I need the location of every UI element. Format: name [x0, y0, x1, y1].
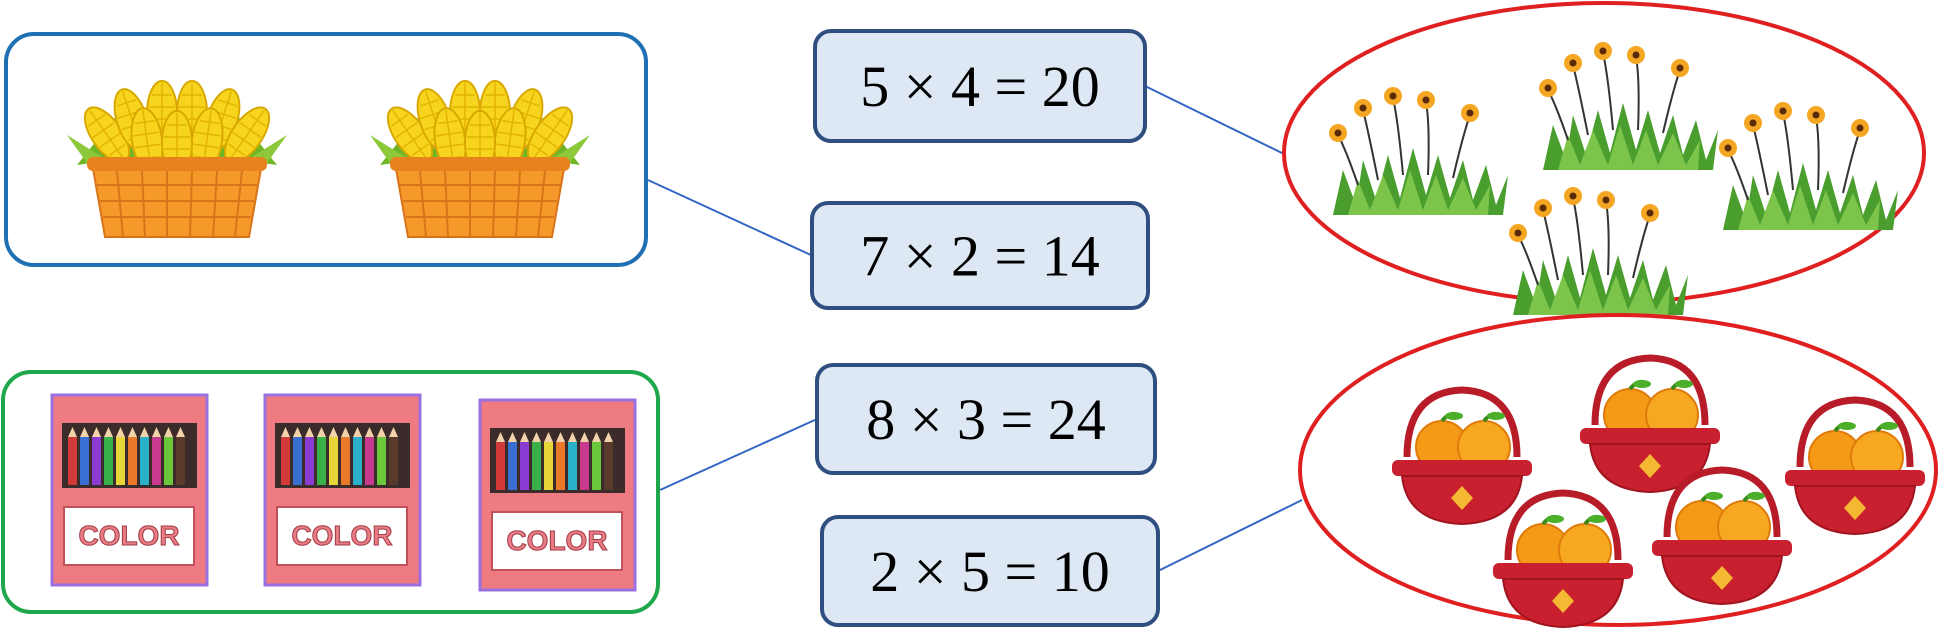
connector-line-2: [659, 418, 818, 491]
equation-text: 7 × 2 = 14: [860, 224, 1099, 289]
crayon-box-label: COLOR: [291, 520, 392, 551]
equation-box-bg: [815, 363, 1157, 475]
equation-box-4[interactable]: 2 × 5 = 10: [820, 515, 1160, 627]
orange-basket-group[interactable]: [1298, 313, 1938, 627]
crayon-box-icon: COLOR: [50, 393, 209, 587]
equation-text: 2 × 5 = 10: [870, 539, 1109, 604]
crayon-box-icon: COLOR: [263, 393, 422, 587]
equation-box-1[interactable]: 5 × 4 = 20: [813, 29, 1147, 143]
connector-line-1: [647, 179, 813, 257]
connector-line-3: [1144, 85, 1287, 156]
equation-box-bg: [810, 201, 1150, 310]
corn-basket-group[interactable]: [4, 32, 648, 267]
crayon-box-icon: COLOR: [478, 398, 637, 592]
equation-text: 5 × 4 = 20: [860, 54, 1099, 119]
equation-box-bg: [813, 29, 1147, 143]
crayon-box-label: COLOR: [506, 525, 607, 556]
crayon-box-group[interactable]: COLOR COLOR COLOR: [1, 370, 660, 614]
connector-lines: [647, 85, 1303, 572]
equation-box-2[interactable]: 7 × 2 = 14: [810, 201, 1150, 310]
flower-group[interactable]: [1282, 1, 1926, 316]
crayon-box-label: COLOR: [78, 520, 179, 551]
equation-box-bg: [820, 515, 1160, 627]
connector-line-4: [1157, 499, 1303, 572]
equation-box-3[interactable]: 8 × 3 = 24: [815, 363, 1157, 475]
equation-text: 8 × 3 = 24: [866, 387, 1105, 452]
